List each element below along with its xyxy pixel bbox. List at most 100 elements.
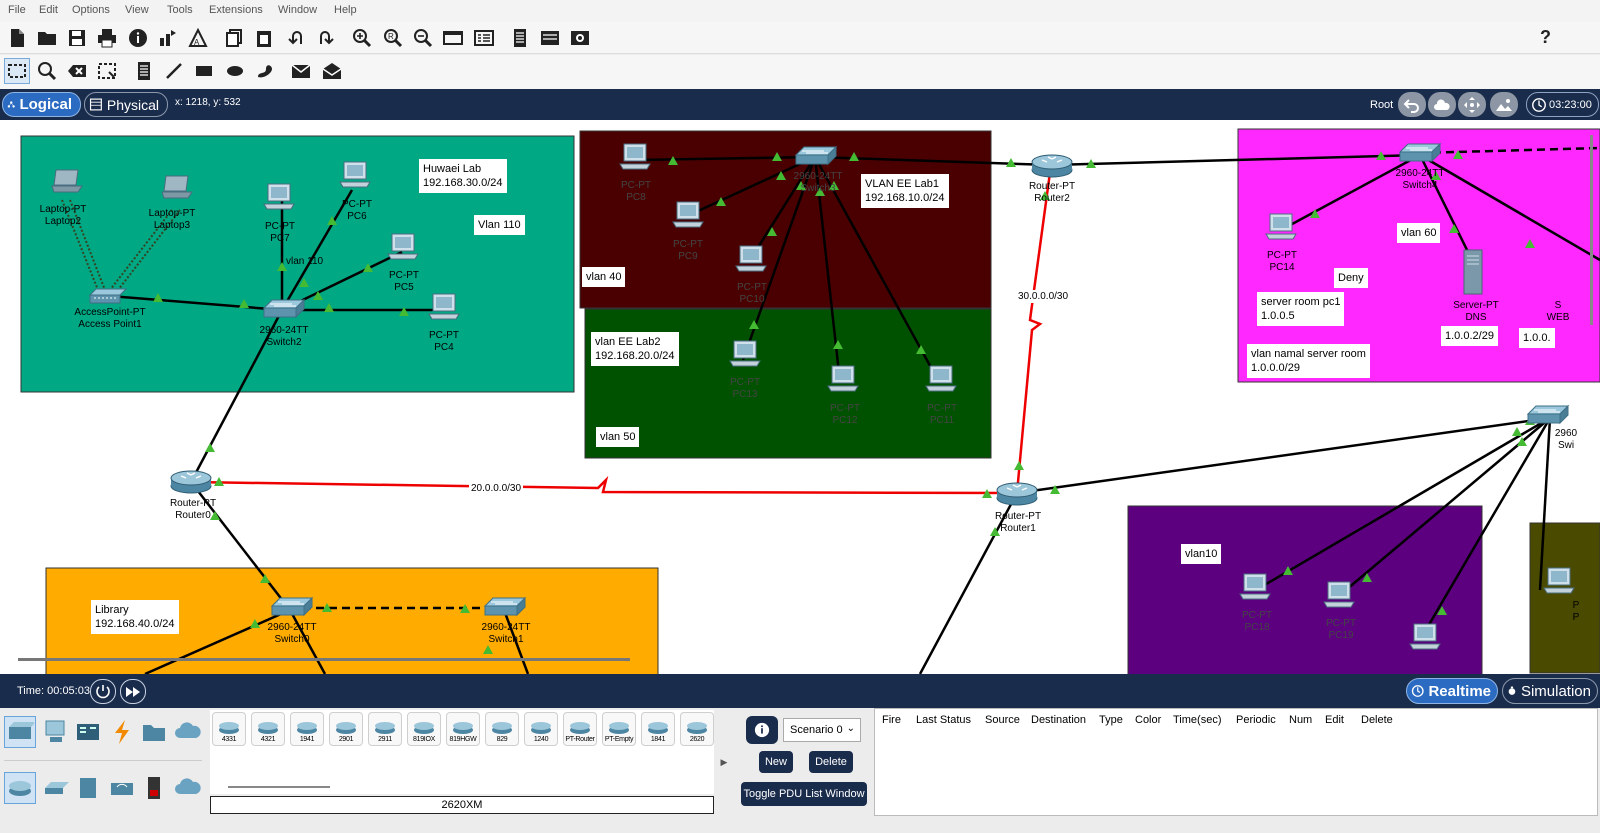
move-viewport-icon[interactable]: [1458, 92, 1486, 117]
pc14-label[interactable]: PC-PT PC14: [1267, 250, 1297, 273]
toggle-pdu-list-button[interactable]: Toggle PDU List Window: [741, 782, 867, 806]
zoom-out-icon[interactable]: [411, 26, 435, 50]
device-model-pt-router[interactable]: PT-Router: [563, 712, 597, 746]
new-file-icon[interactable]: [5, 26, 29, 50]
realtime-mode-button[interactable]: Realtime: [1406, 678, 1498, 704]
zoom-reset-icon[interactable]: R: [381, 26, 405, 50]
zoom-in-icon[interactable]: [350, 26, 374, 50]
pc4-label[interactable]: PC-PT PC4: [429, 330, 459, 353]
wan-emulation-subcategory-icon[interactable]: [172, 772, 204, 804]
components-category-icon[interactable]: [72, 716, 104, 748]
drawing-palette-icon[interactable]: [441, 26, 465, 50]
wireless-subcategory-icon[interactable]: [106, 772, 138, 804]
rectangle-icon[interactable]: [192, 59, 216, 83]
info-icon[interactable]: [126, 26, 150, 50]
background-image-icon[interactable]: [1490, 92, 1518, 117]
custom-device-icon[interactable]: A: [186, 26, 210, 50]
expand-arrow-icon[interactable]: ▶: [720, 756, 728, 767]
workspace-vertical-scrollbar[interactable]: [1590, 135, 1593, 325]
logical-workspace[interactable]: Huwaei Lab 192.168.30.0/24 Vlan 110 vlan…: [0, 120, 1600, 674]
switch5-label[interactable]: 2960 Swi: [1554, 428, 1578, 451]
pc9-label[interactable]: PC-PT PC9: [673, 239, 703, 262]
security-subcategory-icon[interactable]: [138, 772, 170, 804]
hubs-subcategory-icon[interactable]: [72, 772, 104, 804]
device-model-819hgw[interactable]: 819HGW: [446, 712, 480, 746]
ellipse-icon[interactable]: [223, 59, 247, 83]
pc6-label[interactable]: PC-PT PC6: [342, 199, 372, 222]
pc7-label[interactable]: PC-PT PC7: [265, 221, 295, 244]
device-model-2911[interactable]: 2911: [368, 712, 402, 746]
delete-icon[interactable]: [65, 59, 89, 83]
physical-mode-button[interactable]: Physical: [84, 92, 168, 117]
select-icon[interactable]: [4, 58, 30, 84]
switches-subcategory-icon[interactable]: [40, 772, 72, 804]
menu-edit[interactable]: Edit: [39, 4, 58, 16]
routers-subcategory-icon[interactable]: [4, 772, 36, 804]
menu-file[interactable]: File: [8, 4, 26, 16]
resize-icon[interactable]: [95, 59, 119, 83]
router1-label[interactable]: Router-PT Router1: [994, 511, 1042, 534]
device-model-1841[interactable]: 1841: [641, 712, 675, 746]
switch2-label[interactable]: 2960-24TT Switch2: [259, 325, 309, 348]
pc5-label[interactable]: PC-PT PC5: [389, 270, 419, 293]
device-model-819iox[interactable]: 819IOX: [407, 712, 441, 746]
menu-options[interactable]: Options: [72, 4, 110, 16]
fast-forward-icon[interactable]: [120, 679, 146, 704]
menu-tools[interactable]: Tools: [167, 4, 193, 16]
pc10-label[interactable]: PC-PT PC10: [737, 282, 767, 305]
switch0-label[interactable]: 2960-24TT Switch0: [267, 622, 317, 645]
open-folder-icon[interactable]: [35, 26, 59, 50]
pc11-label[interactable]: PC-PT PC11: [927, 403, 957, 426]
web-server-label[interactable]: S WEB: [1546, 300, 1570, 323]
delete-scenario-button[interactable]: Delete: [809, 751, 853, 773]
redo-icon[interactable]: [314, 26, 338, 50]
screenshot-icon[interactable]: [568, 26, 592, 50]
save-icon[interactable]: [65, 26, 89, 50]
laptop3-label[interactable]: Laptop-PT Laptop3: [148, 208, 196, 231]
add-simple-pdu-icon[interactable]: [289, 59, 313, 83]
device-model-2901[interactable]: 2901: [329, 712, 363, 746]
paste-icon[interactable]: [252, 26, 276, 50]
freeform-icon[interactable]: [253, 59, 277, 83]
laptop2-label[interactable]: Laptop-PT Laptop2: [39, 204, 87, 227]
device-model-2620[interactable]: 2620: [680, 712, 714, 746]
menu-view[interactable]: View: [125, 4, 149, 16]
pc19-label[interactable]: PC-PT PC19: [1326, 618, 1356, 641]
print-icon[interactable]: [95, 26, 119, 50]
device-model-4331[interactable]: 4331: [212, 712, 246, 746]
new-scenario-button[interactable]: New: [759, 751, 793, 773]
dns-server-label[interactable]: Server-PT DNS: [1453, 300, 1499, 323]
device-model-1240[interactable]: 1240: [524, 712, 558, 746]
network-info-icon[interactable]: [538, 26, 562, 50]
power-cycle-icon[interactable]: [90, 679, 116, 704]
device-model-pt-empty[interactable]: PT-Empty: [602, 712, 636, 746]
router2-label[interactable]: Router-PT Router2: [1028, 181, 1076, 204]
undo-icon[interactable]: [284, 26, 308, 50]
router0-label[interactable]: Router-PT Router0: [169, 498, 217, 521]
edge-device-label[interactable]: P P: [1572, 600, 1580, 623]
pc18-label[interactable]: PC-PT PC18: [1242, 610, 1272, 633]
pc12-label[interactable]: PC-PT PC12: [830, 403, 860, 426]
switch1-label[interactable]: 2960-24TT Switch1: [481, 622, 531, 645]
pc13-label[interactable]: PC-PT PC13: [730, 377, 760, 400]
access-point1-label[interactable]: AccessPoint-PT Access Point1: [74, 307, 146, 330]
device-model-1941[interactable]: 1941: [290, 712, 324, 746]
copy-icon[interactable]: [222, 26, 246, 50]
end-devices-category-icon[interactable]: [40, 716, 72, 748]
device-list-scrollbar[interactable]: [228, 786, 330, 788]
cloud-icon[interactable]: [1428, 92, 1456, 117]
menu-extensions[interactable]: Extensions: [209, 4, 263, 16]
add-complex-pdu-icon[interactable]: [320, 59, 344, 83]
switch3-label[interactable]: 2960-24TT Switch3: [793, 171, 843, 194]
network-devices-category-icon[interactable]: [4, 716, 36, 748]
scenario-select[interactable]: Scenario 0 ⌄: [783, 718, 861, 742]
simulation-mode-button[interactable]: Simulation: [1502, 678, 1598, 704]
help-icon[interactable]: ?: [1540, 27, 1551, 47]
menu-window[interactable]: Window: [278, 4, 318, 16]
inspect-icon[interactable]: [35, 59, 59, 83]
activity-wizard-icon[interactable]: [156, 26, 180, 50]
workspace-horizontal-scrollbar[interactable]: [18, 658, 630, 661]
switch4-label[interactable]: 2960-24TT Switch4: [1395, 168, 1445, 191]
miscellaneous-category-icon[interactable]: [138, 716, 170, 748]
connections-category-icon[interactable]: [106, 716, 138, 748]
